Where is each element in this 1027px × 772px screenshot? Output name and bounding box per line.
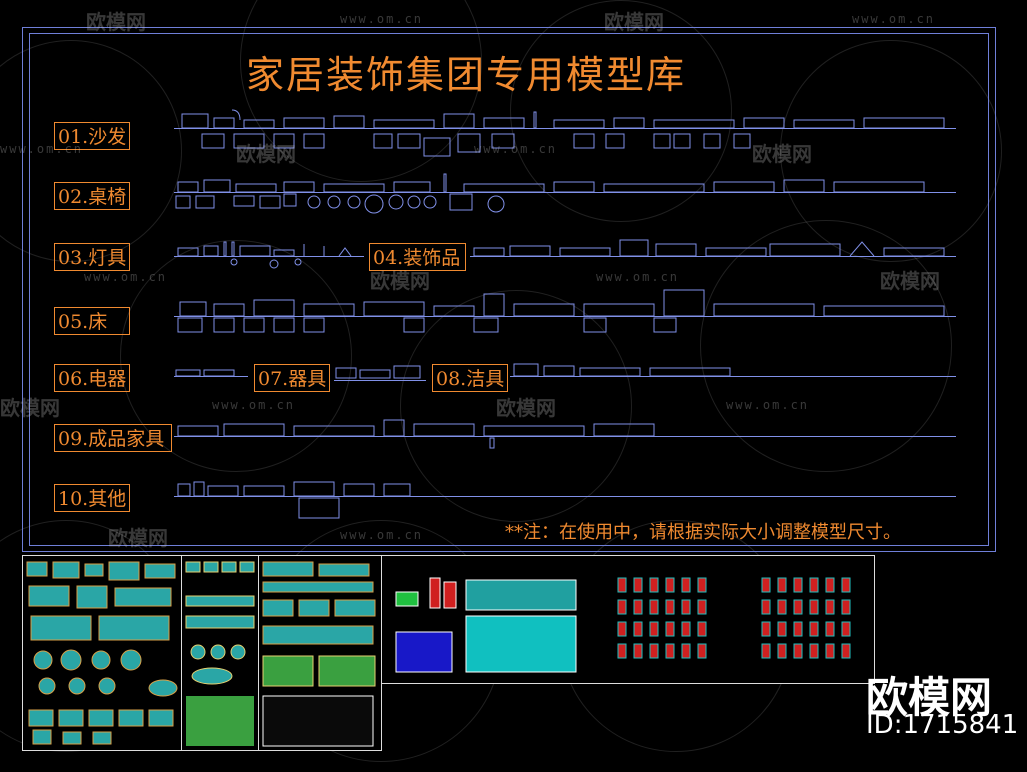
decor-models-strip <box>473 239 945 257</box>
preview-thumbnail-3[interactable] <box>258 555 382 751</box>
category-furniture[interactable]: 09.成品家具 <box>54 424 172 452</box>
category-table-chair[interactable]: 02.桌椅 <box>54 182 130 210</box>
preview-thumbnail-4[interactable] <box>381 555 875 684</box>
preview-thumbnail-2[interactable] <box>181 555 259 751</box>
lamp-models-strip <box>177 241 352 269</box>
watermark-circle <box>510 0 732 222</box>
watermark-url: www.om.cn <box>726 398 810 412</box>
watermark-brand: 欧模网 <box>604 10 664 34</box>
category-bed[interactable]: 05.床 <box>54 307 130 335</box>
watermark-url: www.om.cn <box>340 528 424 542</box>
usage-note: **注：在使用中，请根据实际大小调整模型尺寸。 <box>505 522 901 543</box>
watermark-url: www.om.cn <box>596 270 680 284</box>
row-baseline <box>174 496 956 497</box>
row-baseline <box>334 380 426 381</box>
model-id: ID:1715841 <box>866 710 1019 740</box>
utensil-models-strip <box>335 365 421 379</box>
watermark-url: www.om.cn <box>340 12 424 26</box>
watermark-brand: 欧模网 <box>236 142 296 166</box>
watermark-circle <box>400 290 632 522</box>
sanitary-models-strip <box>513 363 731 377</box>
bed-models-strip <box>177 289 945 333</box>
category-utensil[interactable]: 07.器具 <box>254 364 330 392</box>
watermark-url: www.om.cn <box>0 142 84 156</box>
page-title: 家居装饰集团专用模型库 <box>246 53 687 97</box>
drawing-frame-outer <box>22 27 996 552</box>
watermark-brand: 欧模网 <box>496 396 556 420</box>
thumbnail-drawing <box>395 577 851 673</box>
watermark-brand: 欧模网 <box>86 10 146 34</box>
watermark-brand: 欧模网 <box>108 526 168 550</box>
thumbnail-drawing <box>262 561 376 747</box>
watermark-circle <box>700 220 952 472</box>
category-sanitary[interactable]: 08.洁具 <box>432 364 508 392</box>
category-lamp[interactable]: 03.灯具 <box>54 243 130 271</box>
appliance-models-strip <box>175 369 235 377</box>
watermark-url: www.om.cn <box>84 270 168 284</box>
drawing-frame-inner <box>29 33 989 546</box>
table-chair-models-strip <box>175 173 925 214</box>
other-models-strip <box>177 481 411 519</box>
thumbnail-drawing <box>185 561 255 746</box>
watermark-brand: 欧模网 <box>0 396 60 420</box>
watermark-url: www.om.cn <box>212 398 296 412</box>
watermark-circle <box>120 240 352 472</box>
furniture-models-strip <box>177 419 655 449</box>
watermark-url: www.om.cn <box>474 142 558 156</box>
watermark-brand: 欧模网 <box>370 269 430 293</box>
watermark-brand: 欧模网 <box>752 142 812 166</box>
preview-thumbnail-1[interactable] <box>22 555 182 751</box>
watermark-url: www.om.cn <box>852 12 936 26</box>
sofa-models-strip <box>181 109 945 157</box>
category-other[interactable]: 10.其他 <box>54 484 130 512</box>
thumbnail-drawing <box>26 561 178 745</box>
category-sofa[interactable]: 01.沙发 <box>54 122 130 150</box>
watermark-brand: 欧模网 <box>880 269 940 293</box>
brand-logo-text: 欧模网 <box>866 673 993 722</box>
category-appliance[interactable]: 06.电器 <box>54 364 130 392</box>
row-baseline <box>510 376 956 377</box>
category-decor[interactable]: 04.装饰品 <box>369 243 466 271</box>
